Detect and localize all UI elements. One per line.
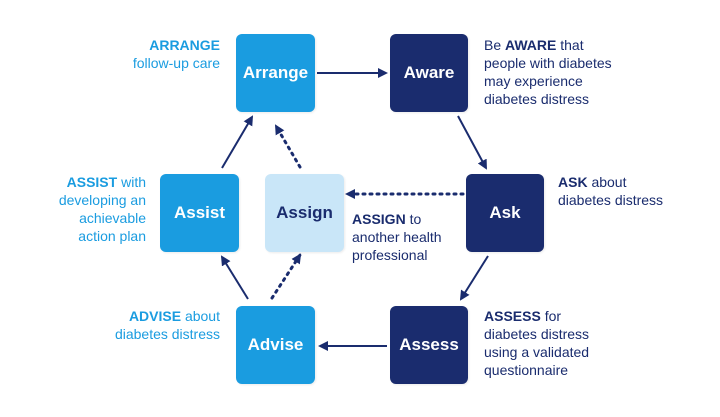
arrange-description: ARRANGE follow-up care: [100, 36, 220, 72]
ask-box: Ask: [466, 174, 544, 252]
aware-key: AWARE: [505, 37, 557, 53]
ask-suffix: about: [587, 174, 627, 190]
assign-description: ASSIGN to another health professional: [352, 210, 482, 264]
assist-key: ASSIST: [66, 174, 118, 190]
advise-suffix: about: [181, 308, 220, 324]
assess-box: Assess: [390, 306, 468, 384]
assign-key: ASSIGN: [352, 211, 406, 227]
aware-label: Aware: [403, 63, 455, 82]
advise-key: ADVISE: [128, 308, 182, 324]
advise-label: Advise: [247, 335, 304, 354]
assign-suffix: to: [405, 211, 422, 227]
aware-line3: may experience: [484, 73, 583, 89]
assist-line3: achievable: [79, 210, 146, 226]
assess-description: ASSESS for diabetes distress using a val…: [484, 307, 684, 379]
arrange-box: Arrange: [236, 34, 315, 112]
aware-line4: diabetes distress: [484, 91, 590, 107]
assist-line4: action plan: [78, 228, 146, 244]
assign-box: Assign: [265, 174, 344, 252]
aware-suffix: that: [556, 37, 584, 53]
assist-description: ASSIST with developing an achievable act…: [20, 173, 146, 245]
assess-line3: using a validated: [484, 344, 590, 360]
assign-line3: professional: [352, 247, 428, 263]
arrow-assist-to-arrange: [221, 115, 254, 169]
advise-box: Advise: [236, 306, 315, 384]
arrow-advise-to-assist: [220, 255, 249, 300]
assist-box: Assist: [160, 174, 239, 252]
arrange-key: ARRANGE: [149, 37, 220, 53]
assess-suffix: for: [540, 308, 562, 324]
arrow-assign-to-arrange: [274, 124, 302, 169]
ask-key: ASK: [558, 174, 588, 190]
assist-label: Assist: [173, 203, 226, 222]
aware-prefix: Be: [484, 37, 506, 53]
assist-line2: developing an: [58, 192, 146, 208]
ask-label: Ask: [489, 203, 521, 222]
arrow-aware-to-ask: [457, 115, 487, 170]
assess-label: Assess: [399, 335, 459, 354]
assess-key: ASSESS: [484, 308, 541, 324]
advise-line2: diabetes distress: [114, 326, 220, 342]
ask-description: ASK about diabetes distress: [558, 173, 708, 209]
arrange-line1: follow-up care: [132, 55, 220, 71]
ask-line2: diabetes distress: [558, 192, 664, 208]
advise-description: ADVISE about diabetes distress: [80, 307, 220, 343]
arrange-label: Arrange: [242, 63, 309, 82]
aware-box: Aware: [390, 34, 468, 112]
assign-label: Assign: [276, 203, 333, 222]
aware-description: Be AWARE that people with diabetes may e…: [484, 36, 704, 108]
aware-line2: people with diabetes: [484, 55, 612, 71]
assign-line2: another health: [352, 229, 442, 245]
assist-suffix: with: [117, 174, 146, 190]
assess-line4: questionnaire: [484, 362, 569, 378]
assess-line2: diabetes distress: [484, 326, 590, 342]
arrow-ask-to-assess: [459, 255, 489, 301]
arrow-advise-to-assign: [270, 253, 302, 300]
